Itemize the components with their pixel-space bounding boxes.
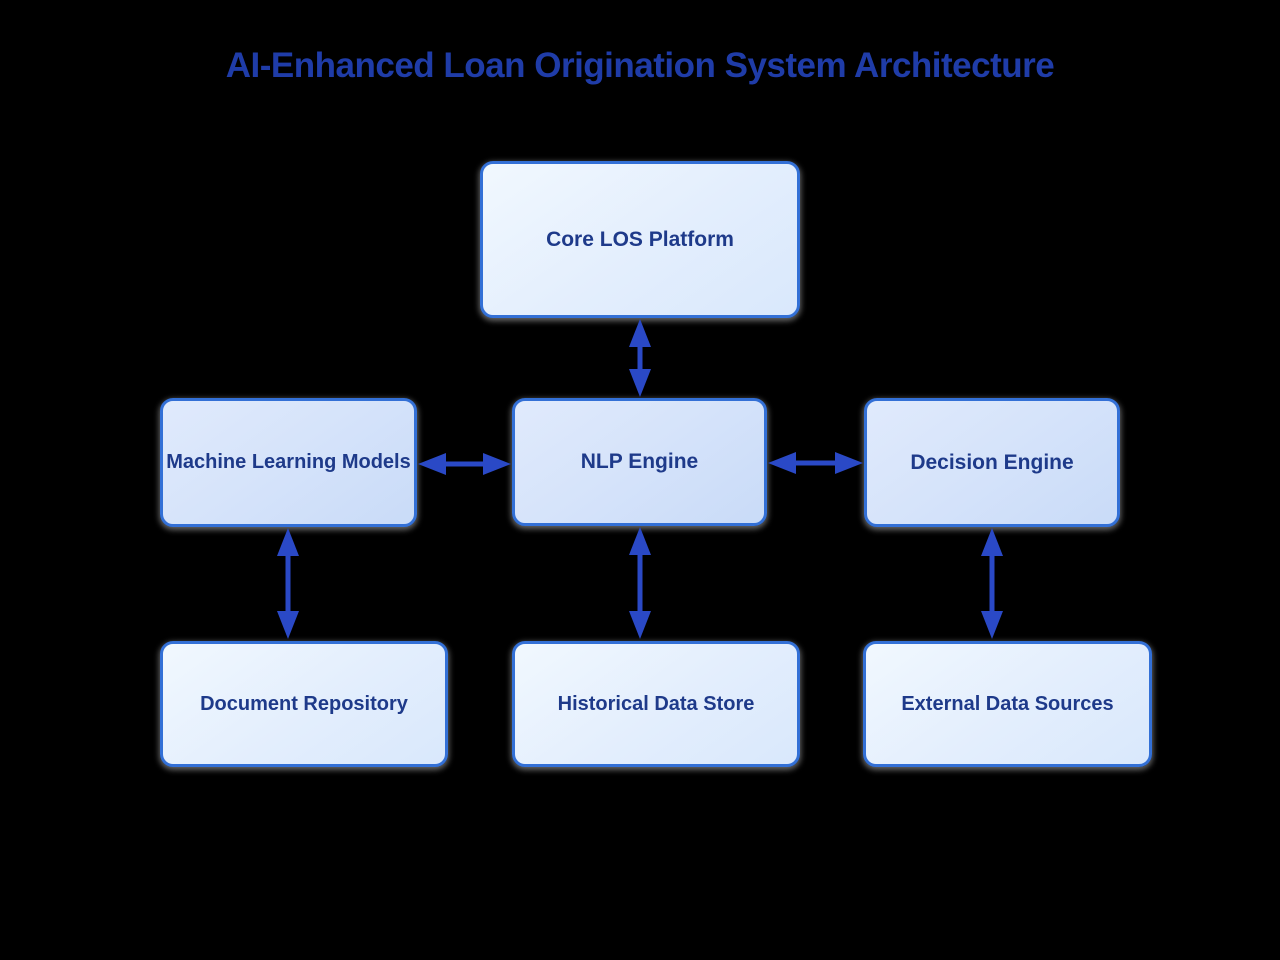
arrowhead-right-icon [483,453,511,475]
node-label: Machine Learning Models [166,451,411,473]
edge-ml-models-to-nlp-engine [418,453,511,475]
node-core-los-platform: Core LOS Platform [480,161,800,318]
node-label: Historical Data Store [557,692,755,715]
node-decision-engine: Decision Engine [864,398,1120,527]
arrowhead-up-icon [981,528,1003,556]
arrowhead-up-icon [629,527,651,555]
arrowhead-down-icon [277,611,299,639]
node-historical-data-store: Historical Data Store [512,641,800,767]
arrowhead-right-icon [835,452,863,474]
node-external-data-sources: External Data Sources [863,641,1152,767]
node-label: Document Repository [200,692,408,715]
node-label: External Data Sources [901,692,1114,715]
diagram-title: AI-Enhanced Loan Origination System Arch… [225,46,1055,85]
node-label: Decision Engine [910,450,1074,474]
arrowhead-down-icon [629,369,651,397]
edge-nlp-engine-to-decision-engine [768,452,863,474]
arrowhead-down-icon [981,611,1003,639]
edge-core-los-to-nlp-engine [629,319,651,397]
arrowhead-up-icon [629,319,651,347]
arrowhead-left-icon [768,452,796,474]
arrowhead-left-icon [418,453,446,475]
node-label: Core LOS Platform [546,227,734,251]
node-label: NLP Engine [580,450,699,473]
edge-decision-engine-to-external-data-sources [981,528,1003,639]
edge-nlp-engine-to-historical-data-store [629,527,651,639]
node-nlp-engine: NLP Engine [512,398,767,526]
arrowhead-down-icon [629,611,651,639]
edge-ml-models-to-document-repository [277,528,299,639]
node-machine-learning-models: Machine Learning Models [160,398,417,527]
node-document-repository: Document Repository [160,641,448,767]
arrowhead-up-icon [277,528,299,556]
